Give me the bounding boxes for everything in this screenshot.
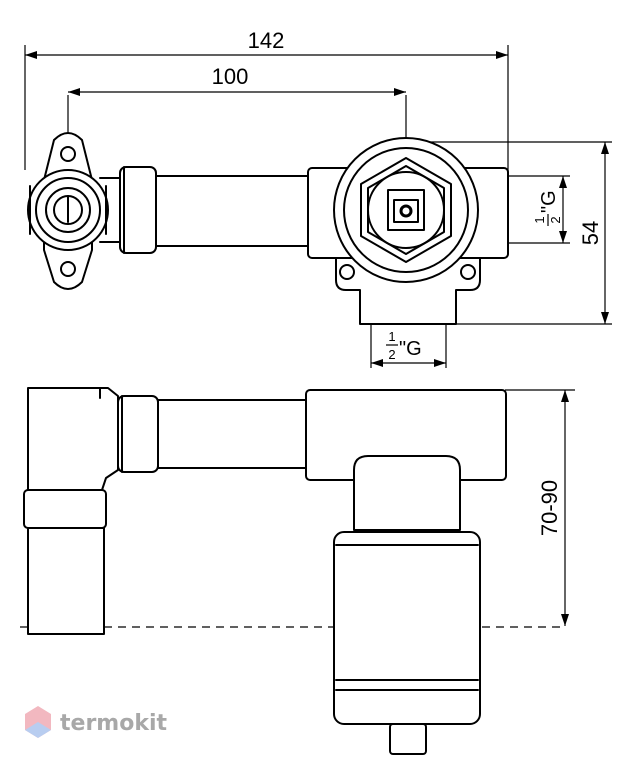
top-view: 142 100 54 1 bbox=[24, 28, 612, 368]
dimension-label-70-90: 70-90 bbox=[537, 480, 562, 536]
thread-right-denominator: 2 bbox=[548, 216, 563, 223]
side-view: 70-90 bbox=[20, 387, 575, 755]
dimension-label-54: 54 bbox=[578, 221, 603, 245]
watermark-text: termokit bbox=[60, 711, 167, 736]
dimension-label-100: 100 bbox=[212, 64, 249, 89]
left-inlet-port bbox=[27, 169, 109, 251]
thread-label-right: 1 2 "G bbox=[508, 175, 570, 244]
thread-bottom-denominator: 2 bbox=[388, 347, 395, 362]
dimension-depth: 70-90 bbox=[505, 389, 575, 626]
left-elbow-side bbox=[23, 387, 119, 635]
dimension-overall-width: 142 bbox=[24, 28, 509, 185]
connecting-pipe-side bbox=[117, 395, 307, 473]
valve-body-top bbox=[307, 137, 509, 325]
termokit-logo-icon bbox=[25, 706, 51, 738]
dimension-label-142: 142 bbox=[248, 28, 285, 53]
thread-bottom-numerator: 1 bbox=[388, 329, 395, 344]
watermark: termokit bbox=[25, 706, 167, 738]
thread-bottom-suffix: "G bbox=[399, 338, 422, 360]
valve-body-side bbox=[305, 389, 507, 755]
dimension-inlet-spacing: 100 bbox=[67, 64, 407, 165]
thread-right-numerator: 1 bbox=[532, 216, 547, 223]
connecting-pipe-top bbox=[99, 166, 309, 254]
thread-right-suffix: "G bbox=[538, 190, 560, 213]
dimension-height-top: 54 bbox=[410, 141, 612, 325]
thread-label-bottom: 1 2 "G bbox=[370, 325, 447, 368]
